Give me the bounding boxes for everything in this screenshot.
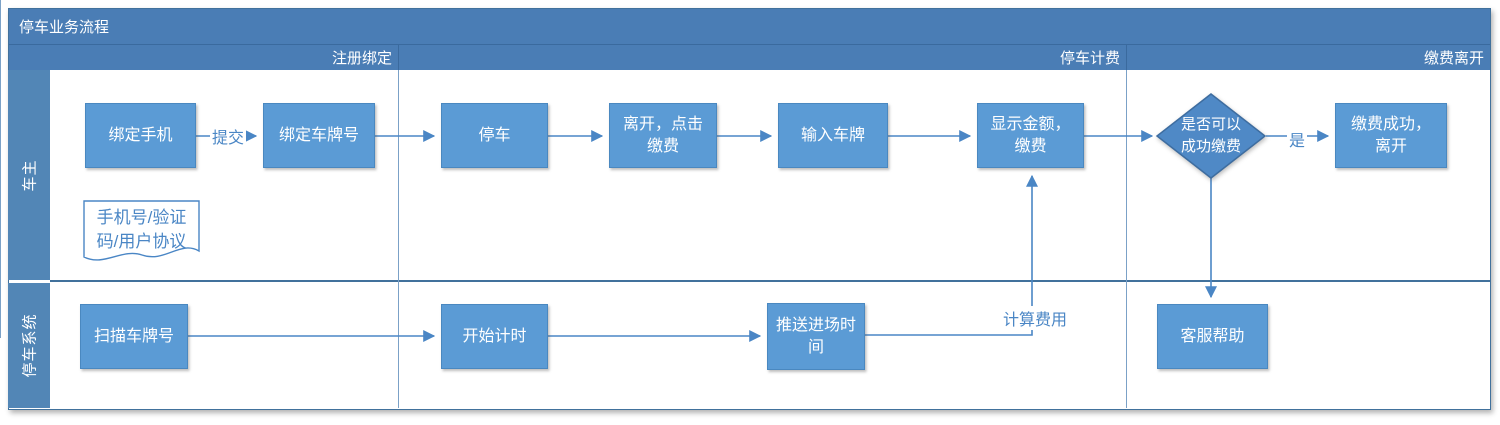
edge-label-calc-fee: 计算费用 [1000,306,1070,330]
phase-divider-1 [398,70,399,408]
node-push-entry-time[interactable]: 推送进场时 间 [767,303,865,370]
node-start-timing[interactable]: 开始计时 [441,304,548,369]
node-enter-plate[interactable]: 输入车牌 [778,103,888,168]
lane-label-car-owner: 车主 [21,158,39,192]
diamond-shape [1155,93,1267,179]
document-shape [83,200,200,261]
doc-phone-verification-note[interactable]: 手机号/验证 码/用户协议 [83,200,200,270]
phase-header-payment-leave: 缴费离开 [1126,45,1490,70]
phase-divider-2 [1126,70,1127,408]
node-bind-phone[interactable]: 绑定手机 [85,103,196,168]
node-customer-service-help[interactable]: 客服帮助 [1157,304,1268,369]
lane-header-car-owner: 车主 [8,70,50,280]
decision-label: 是否可以 成功缴费 [1180,116,1241,155]
lane-header-parking-system: 停车系统 [8,283,50,408]
node-leave-click-pay[interactable]: 离开，点击 缴费 [609,103,717,168]
node-scan-plate[interactable]: 扫描车牌号 [80,304,188,369]
node-park[interactable]: 停车 [441,103,548,168]
node-pay-success-leave[interactable]: 缴费成功， 离开 [1335,103,1447,168]
node-show-amount-pay[interactable]: 显示金额， 缴费 [977,103,1084,168]
lane-label-parking-system: 停车系统 [21,313,39,378]
phase-header-row: 注册绑定 停车计费 缴费离开 [9,44,1490,70]
content-left-border [0,0,1,338]
document-note-text: 手机号/验证 码/用户协议 [96,208,187,251]
lane-divider-line [50,280,1490,282]
phase-header-parking-billing: 停车计费 [398,45,1126,70]
edge-label-submit: 提交 [209,124,247,148]
phase-header-registration: 注册绑定 [331,50,392,67]
title-bar: 停车业务流程 [9,9,1490,44]
decision-payment-success[interactable]: 是否可以 成功缴费 [1154,91,1268,181]
node-bind-plate[interactable]: 绑定车牌号 [263,103,375,168]
edge-label-yes: 是 [1286,127,1308,151]
diagram-title: 停车业务流程 [19,19,110,36]
